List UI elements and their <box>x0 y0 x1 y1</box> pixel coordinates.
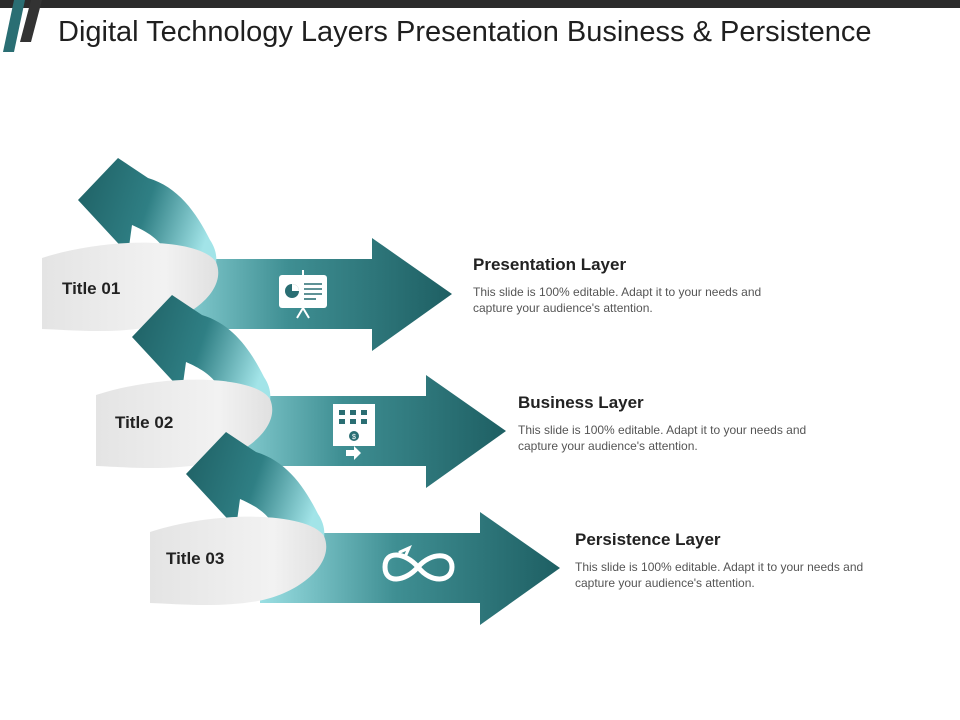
layer-2-heading: Business Layer <box>518 393 644 412</box>
slide-title: Digital Technology Layers Presentation B… <box>58 16 872 48</box>
layer-2-title: Title 02 <box>115 413 174 432</box>
top-bar <box>0 0 960 8</box>
svg-text:$: $ <box>352 434 356 441</box>
layer-3-description: This slide is 100% editable. Adapt it to… <box>575 560 864 590</box>
layer-1-title: Title 01 <box>62 279 121 298</box>
layer-arrow-3 <box>150 432 560 625</box>
layer-arrow-1 <box>42 158 452 351</box>
building-dollar-icon: $ <box>333 404 375 460</box>
layer-3-heading: Persistence Layer <box>575 530 721 549</box>
layer-1-description: This slide is 100% editable. Adapt it to… <box>473 285 762 315</box>
infinity-loop-icon <box>382 545 455 582</box>
corner-stripes-decoration <box>3 0 42 52</box>
layer-2-description: This slide is 100% editable. Adapt it to… <box>518 423 807 453</box>
layer-1-heading: Presentation Layer <box>473 255 627 274</box>
layer-3-title: Title 03 <box>166 549 225 568</box>
presentation-board-icon <box>279 270 327 319</box>
